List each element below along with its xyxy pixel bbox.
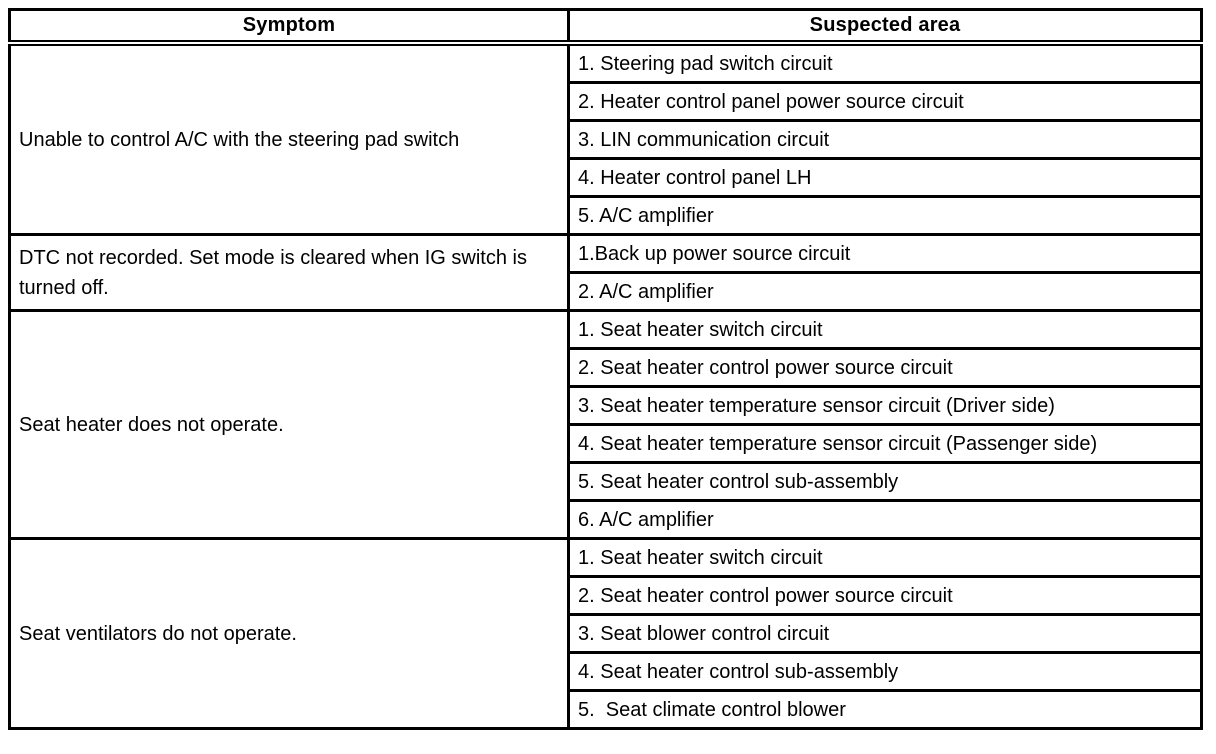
table-row: 2. Heater control panel power source cir…	[10, 81, 1203, 122]
symptom-column-header: Symptom	[8, 8, 570, 46]
table-row: 3. LIN communication circuit	[10, 119, 1203, 160]
suspected-area-cell: 1. Steering pad switch circuit	[567, 41, 1203, 84]
suspected-area-cell: 1.Back up power source circuit	[567, 233, 1203, 274]
table-row: 5. Seat heater control sub-assembly	[10, 461, 1203, 502]
table-row: DTC not recorded. Set mode is cleared wh…	[8, 233, 1203, 312]
table-row: 5. Seat climate control blower	[10, 689, 1203, 730]
suspected-area-cell: 1. Seat heater switch circuit	[567, 309, 1203, 350]
suspected-area-cell: 2. Seat heater control power source circ…	[567, 347, 1203, 388]
symptom-cell: Seat heater does not operate.	[8, 309, 570, 540]
table-row: 5. A/C amplifier	[10, 195, 1203, 236]
table-row: Unable to control A/C with the steering …	[8, 41, 1203, 236]
table-row: Seat ventilators do not operate. 1. Seat…	[8, 537, 1203, 730]
table-row: 4. Heater control panel LH	[10, 157, 1203, 198]
suspected-area-cell: 4. Seat heater temperature sensor circui…	[567, 423, 1203, 464]
suspected-area-cell: 5. A/C amplifier	[567, 195, 1203, 236]
table-row: 2. Seat heater control power source circ…	[10, 347, 1203, 388]
table-row: 3. Seat heater temperature sensor circui…	[10, 385, 1203, 426]
symptom-cell: Unable to control A/C with the steering …	[8, 41, 570, 236]
suspected-area-cell: 2. Heater control panel power source cir…	[567, 81, 1203, 122]
suspected-area-column-header: Suspected area	[567, 8, 1203, 46]
table-row: 2. Seat heater control power source circ…	[10, 575, 1203, 616]
suspected-area-cell: 3. Seat heater temperature sensor circui…	[567, 385, 1203, 426]
suspected-area-cell: 4. Heater control panel LH	[567, 157, 1203, 198]
suspected-area-cell: 6. A/C amplifier	[567, 499, 1203, 540]
table-row: 4. Seat heater control sub-assembly	[10, 651, 1203, 692]
symptom-cell: DTC not recorded. Set mode is cleared wh…	[8, 233, 570, 312]
suspected-area-cell: 2. Seat heater control power source circ…	[567, 575, 1203, 616]
table-row: 4. Seat heater temperature sensor circui…	[10, 423, 1203, 464]
suspected-area-cell: 2. A/C amplifier	[567, 271, 1203, 312]
table-row: 2. A/C amplifier	[10, 271, 1203, 312]
suspected-area-cell: 1. Seat heater switch circuit	[567, 537, 1203, 578]
symptom-table: Symptom Suspected area Unable to control…	[8, 8, 1203, 730]
suspected-area-cell: 5. Seat climate control blower	[567, 689, 1203, 730]
symptom-cell: Seat ventilators do not operate.	[8, 537, 570, 730]
table-row: 6. A/C amplifier	[10, 499, 1203, 540]
suspected-area-cell: 4. Seat heater control sub-assembly	[567, 651, 1203, 692]
suspected-area-cell: 5. Seat heater control sub-assembly	[567, 461, 1203, 502]
suspected-area-cell: 3. Seat blower control circuit	[567, 613, 1203, 654]
table-row: 3. Seat blower control circuit	[10, 613, 1203, 654]
table-header-row: Symptom Suspected area	[8, 8, 1203, 46]
table-row: Seat heater does not operate. 1. Seat he…	[8, 309, 1203, 540]
suspected-area-cell: 3. LIN communication circuit	[567, 119, 1203, 160]
